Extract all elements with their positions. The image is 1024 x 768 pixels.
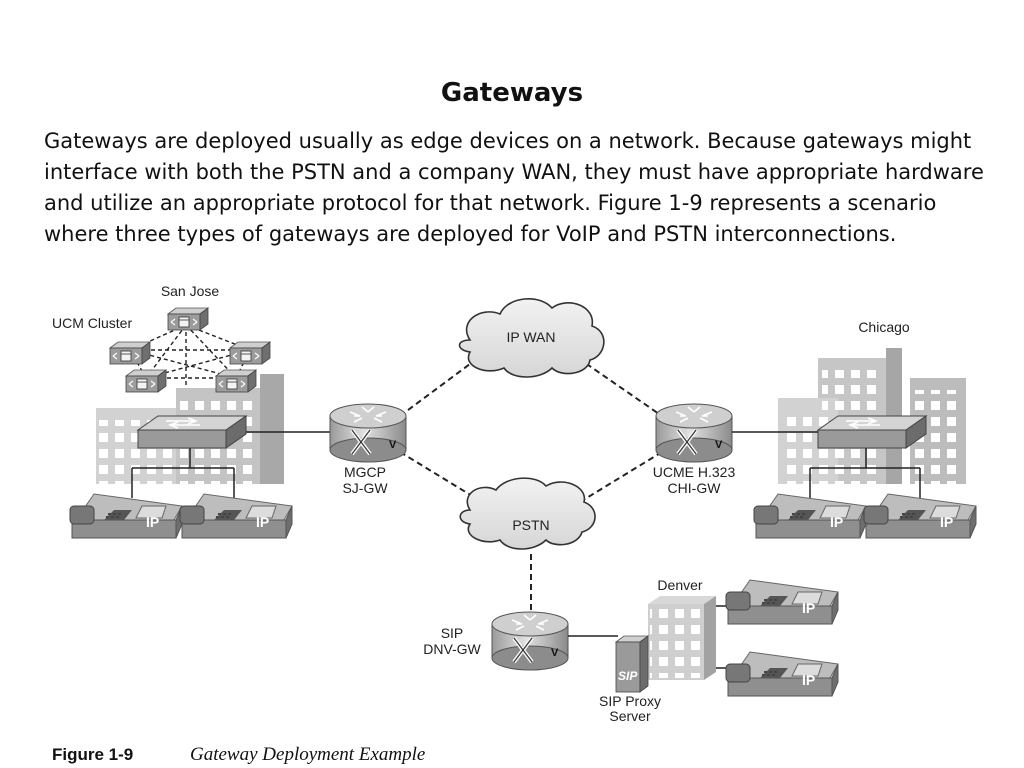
dnv-gateway-name: DNV-GW [423, 641, 481, 657]
figure-number: Figure 1-9 [52, 745, 133, 764]
dnv-gateway: V SIP DNV-GW [423, 610, 570, 672]
chicago-switch-icon [817, 415, 927, 449]
chi-gateway: V UCME H.323 CHI-GW [653, 402, 736, 496]
ip-phone-icon [179, 493, 293, 539]
chicago-site: Chicago IP IP [732, 319, 977, 539]
ip-wan-cloud: IP WAN [458, 298, 605, 378]
voice-gateway-router-icon [328, 402, 408, 464]
figure-caption: Figure 1-9 Gateway Deployment Example [52, 744, 425, 765]
ip-phone-label: IP [940, 514, 953, 530]
voice-badge: V [715, 439, 723, 451]
sip-proxy-label-line2: Server [609, 708, 651, 724]
san-jose-switch-icon [137, 415, 247, 449]
figure-caption-text: Gateway Deployment Example [190, 744, 425, 765]
voice-gateway-router-icon [654, 402, 734, 464]
ip-phone-label: IP [830, 514, 843, 530]
ucm-cluster-label: UCM Cluster [52, 315, 132, 331]
slide-body-text: Gateways are deployed usually as edge de… [44, 129, 984, 246]
ip-phone-icon [753, 493, 867, 539]
denver-building [648, 596, 716, 680]
voice-badge: V [389, 439, 397, 451]
sj-gateway-protocol: MGCP [344, 464, 386, 480]
ucm-server-icon [125, 369, 167, 393]
ucm-server-icon [229, 341, 271, 365]
ip-wan-label: IP WAN [506, 329, 555, 345]
chicago-label: Chicago [858, 319, 910, 335]
ip-phone-icon [863, 493, 977, 539]
san-jose-site: San Jose UCM Cluster IP IP [52, 283, 330, 539]
chi-gateway-protocol: UCME H.323 [653, 464, 736, 480]
ip-phone-icon [725, 579, 839, 625]
ip-phone-label: IP [256, 514, 269, 530]
sip-proxy-label-line1: SIP Proxy [599, 693, 661, 709]
pstn-label: PSTN [512, 517, 549, 533]
sip-proxy-server: SIP [614, 635, 650, 693]
ip-phone-label: IP [802, 672, 815, 688]
dnv-gateway-protocol: SIP [441, 625, 464, 641]
ucm-server-icon [215, 369, 257, 393]
ucm-server-icon [109, 341, 151, 365]
denver-label: Denver [657, 577, 702, 593]
voice-badge: V [551, 647, 559, 659]
wan-links [399, 357, 663, 610]
voice-gateway-router-icon [490, 610, 570, 672]
sj-gateway-name: SJ-GW [342, 480, 388, 496]
slide-title: Gateways [440, 78, 584, 108]
ip-phone-label: IP [802, 600, 815, 616]
ip-phone-label: IP [146, 514, 159, 530]
ip-phone-icon [69, 493, 183, 539]
san-jose-phone-links [131, 431, 330, 498]
gateway-deployment-diagram: San Jose UCM Cluster IP IP IP WAN PSTN V [52, 283, 977, 765]
sip-badge: SIP [618, 669, 638, 683]
chicago-phone-links [732, 431, 921, 498]
pstn-cloud: PSTN [459, 477, 596, 550]
sj-gateway: V MGCP SJ-GW [328, 402, 408, 496]
san-jose-label: San Jose [161, 283, 220, 299]
chi-gateway-name: CHI-GW [668, 480, 722, 496]
denver-site: Denver SIP SIP Proxy Server IP IP [568, 577, 839, 724]
ip-phone-icon [725, 651, 839, 697]
ucm-server-icon [167, 307, 209, 331]
